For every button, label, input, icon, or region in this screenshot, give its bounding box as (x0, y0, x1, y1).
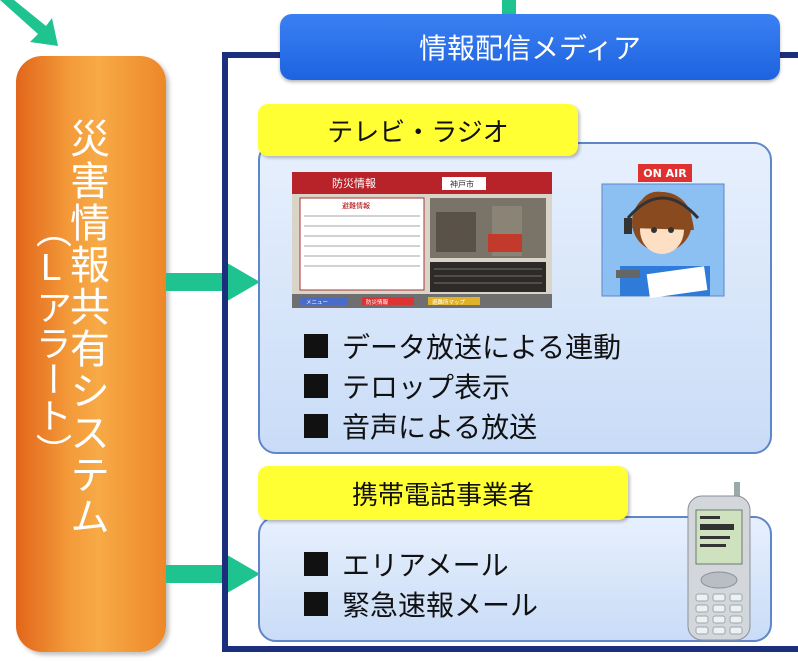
mobile-bullets: エリアメール 緊急速報メール (304, 544, 538, 624)
tv-data-broadcast-screen: 防災情報 神戸市 避難情報 メニュー 防災情報 避難所マップ (292, 172, 552, 308)
system-box (16, 56, 166, 652)
bullet-square-icon (304, 552, 328, 576)
bullet-square-icon (304, 592, 328, 616)
bullet-item: テロップ表示 (304, 366, 621, 406)
mobile-carrier-label: 携帯電話事業者 (258, 466, 628, 520)
bullet-square-icon (304, 334, 328, 358)
tv-footer-item: 避難所マップ (432, 298, 466, 306)
tv-screen-tab: 神戸市 (450, 179, 474, 189)
media-title: 情報配信メディア (280, 14, 780, 80)
tv-footer-item: メニュー (306, 299, 328, 306)
bullet-item: 音声による放送 (304, 406, 621, 446)
tv-screen-header: 防災情報 (332, 176, 376, 190)
bullet-item: エリアメール (304, 544, 538, 584)
on-air-sign: ON AIR (643, 167, 687, 180)
system-title: 災害情報共有システム (63, 118, 109, 538)
tv-radio-label: テレビ・ラジオ (258, 104, 578, 156)
arrow-to-tv-icon (166, 260, 260, 304)
mobile-carrier-panel (258, 516, 772, 642)
tv-radio-bullets: データ放送による連動 テロップ表示 音声による放送 (304, 326, 621, 446)
tv-footer-item: 防災情報 (366, 298, 389, 306)
mobile-phone-icon (687, 482, 751, 641)
bullet-square-icon (304, 414, 328, 438)
system-subtitle: （Lアラート） (30, 212, 71, 469)
arrow-to-mobile-icon (166, 552, 260, 596)
incoming-connector (502, 0, 516, 16)
bullet-square-icon (304, 374, 328, 398)
bullet-item: 緊急速報メール (304, 584, 538, 624)
tv-screen-panel-title: 避難情報 (342, 201, 370, 210)
bullet-item: データ放送による連動 (304, 326, 621, 366)
incoming-arrow-icon (0, 0, 58, 46)
radio-announcer-icon: ON AIR (601, 164, 725, 298)
